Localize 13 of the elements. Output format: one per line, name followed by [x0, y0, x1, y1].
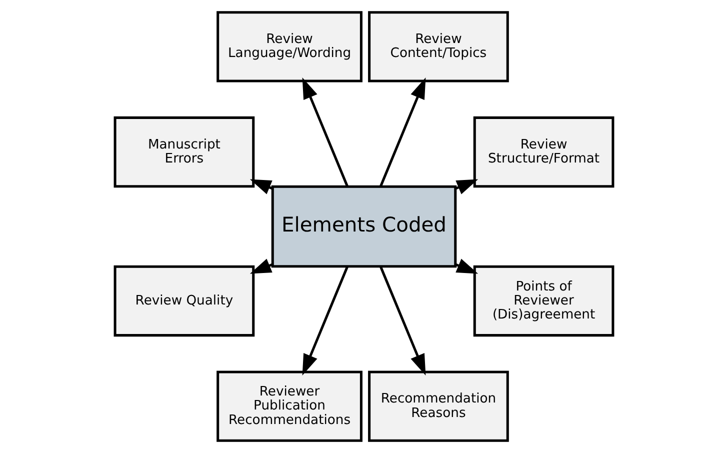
arrow [302, 266, 348, 376]
node-box: Review Quality [113, 265, 254, 337]
node-box: Elements Coded [270, 185, 456, 268]
arrow [378, 266, 426, 376]
node-box: Recommendation Reasons [368, 370, 508, 442]
node-box: Review Language/Wording [216, 11, 362, 82]
node-box: Review Content/Topics [368, 11, 508, 82]
node-box: Manuscript Errors [113, 116, 254, 188]
node-box: Review Structure/Format [472, 116, 614, 188]
node-box: Points of Reviewer (Dis)agreement [472, 265, 614, 337]
node-box: Reviewer Publication Recommendations [216, 370, 362, 442]
arrow [302, 78, 348, 188]
arrow [378, 78, 426, 188]
